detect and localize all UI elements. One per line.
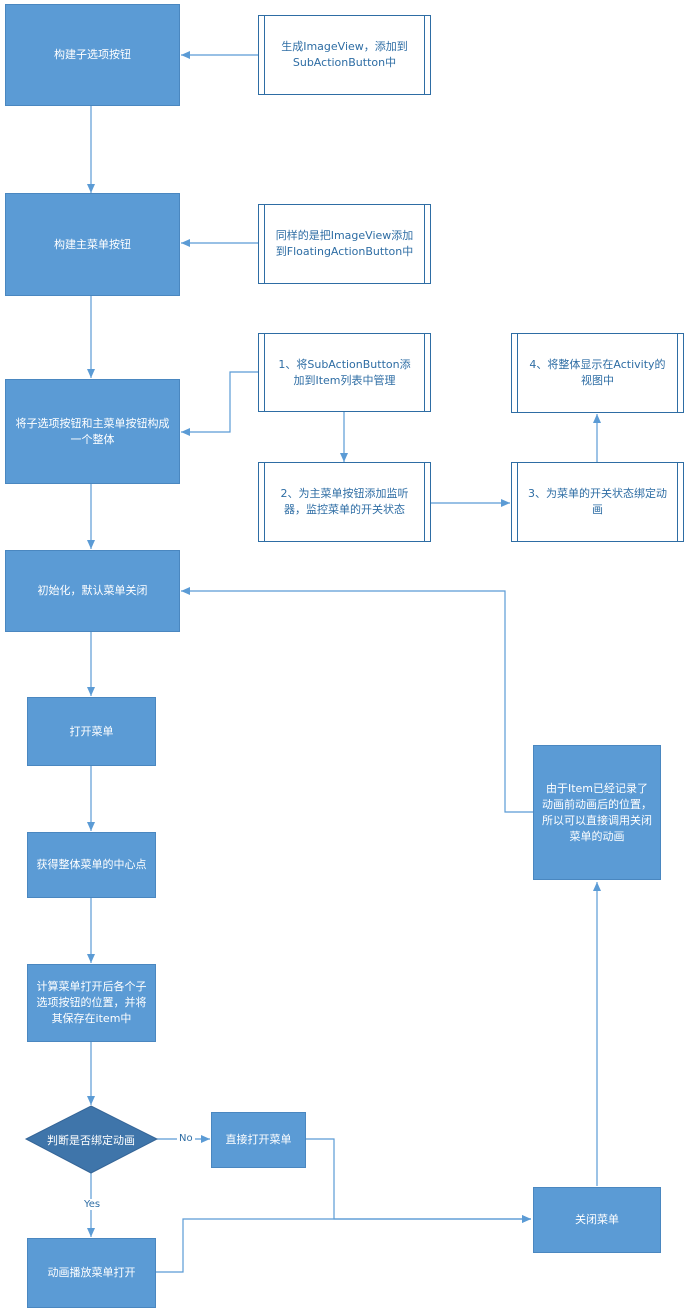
edge-label-yes: Yes xyxy=(82,1199,103,1210)
node-label: 直接打开菜单 xyxy=(225,1133,292,1146)
node-anim-open: 动画播放菜单打开 xyxy=(27,1238,156,1308)
edge-anim-to-close xyxy=(156,1215,531,1273)
edge-label-no: No xyxy=(177,1133,195,1144)
node-label: 构建主菜单按钮 xyxy=(54,237,131,251)
note-step2: 2、为主菜单按钮添加监听器，监控菜单的开关状态 xyxy=(258,462,431,542)
node-close-menu: 关闭菜单 xyxy=(533,1187,661,1253)
node-get-center: 获得整体菜单的中心点 xyxy=(27,832,156,898)
node-label: 动画播放菜单打开 xyxy=(47,1266,136,1279)
note-step1: 1、将SubActionButton添加到Item列表中管理 xyxy=(258,333,431,412)
edge-note-to-init xyxy=(181,587,533,813)
node-label: 将子选项按钮和主菜单按钮构成一个整体 xyxy=(15,416,170,446)
node-label: 获得整体菜单的中心点 xyxy=(36,858,147,871)
node-note-close: 由于Item已经记录了动画前动画后的位置，所以可以直接调用关闭菜单的动画 xyxy=(533,745,661,880)
node-label: 由于Item已经记录了动画前动画后的位置，所以可以直接调用关闭菜单的动画 xyxy=(542,781,652,843)
note-label: 4、将整体显示在Activity的视图中 xyxy=(529,358,666,387)
note-label: 3、为菜单的开关状态绑定动画 xyxy=(528,487,667,516)
node-label: 构建子选项按钮 xyxy=(54,48,131,61)
note-label: 同样的是把ImageView添加到FloatingActionButton中 xyxy=(275,229,414,258)
edge-step1-to-combine xyxy=(181,371,258,436)
note-step3: 3、为菜单的开关状态绑定动画 xyxy=(511,462,684,542)
note-step4: 4、将整体显示在Activity的视图中 xyxy=(511,333,684,413)
node-direct-open: 直接打开菜单 xyxy=(211,1112,306,1168)
node-label: 计算菜单打开后各个子选项按钮的位置，并将其保存在item中 xyxy=(36,980,147,1025)
node-combine-whole: 将子选项按钮和主菜单按钮构成一个整体 xyxy=(5,379,180,484)
node-build-sub-buttons: 构建子选项按钮 xyxy=(5,4,180,106)
edge-direct-to-close xyxy=(306,1138,531,1223)
node-label: 打开菜单 xyxy=(69,724,114,738)
note-label: 1、将SubActionButton添加到Item列表中管理 xyxy=(278,357,411,387)
decision-diamond xyxy=(24,1105,159,1174)
node-label: 初始化，默认菜单关闭 xyxy=(37,584,148,597)
node-compute-positions: 计算菜单打开后各个子选项按钮的位置，并将其保存在item中 xyxy=(27,964,156,1042)
node-init-closed: 初始化，默认菜单关闭 xyxy=(5,550,180,632)
note-imageview-fab: 同样的是把ImageView添加到FloatingActionButton中 xyxy=(258,204,431,284)
node-open-menu: 打开菜单 xyxy=(27,697,156,766)
note-label: 生成ImageView，添加到SubActionButton中 xyxy=(281,40,408,69)
decision-label: 判断是否绑定动画 xyxy=(47,1134,135,1147)
note-label: 2、为主菜单按钮添加监听器，监控菜单的开关状态 xyxy=(280,487,409,516)
note-imageview-sub: 生成ImageView，添加到SubActionButton中 xyxy=(258,15,431,95)
node-label: 关闭菜单 xyxy=(575,1213,619,1226)
node-build-main-button: 构建主菜单按钮 xyxy=(5,193,180,296)
